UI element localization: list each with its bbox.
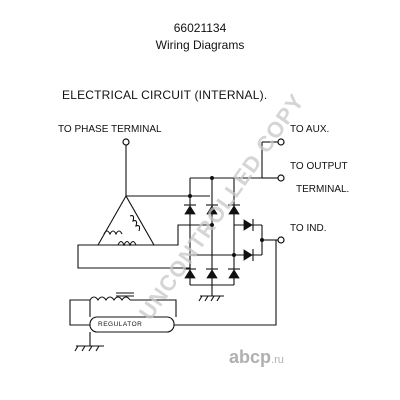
regulator-label: REGULATOR	[98, 321, 143, 328]
brand-tld: .ru	[271, 354, 284, 366]
regulator-circuit	[69, 240, 277, 333]
phase-terminal	[122, 138, 130, 146]
sheet-title: Wiring Diagrams	[155, 38, 245, 52]
bridge-ground-icon	[198, 285, 224, 302]
stator-winding	[97, 195, 155, 247]
brand-name: abcp	[229, 347, 272, 367]
circuit-title: ELECTRICAL CIRCUIT (INTERNAL).	[62, 88, 268, 102]
phase-c-wire	[77, 244, 234, 269]
phase-b-wire	[154, 224, 212, 246]
part-number: 66021134	[173, 21, 227, 35]
rectifier-bridge	[184, 176, 264, 286]
output-terminal-label-line2: TERMINAL.	[296, 184, 350, 195]
output-terminal	[277, 174, 285, 182]
aux-terminal-label: TO AUX.	[290, 124, 330, 135]
output-terminal-label: TO OUTPUT	[290, 161, 348, 172]
brand-logo: abcp.ru	[229, 347, 284, 368]
aux-terminal	[277, 138, 285, 146]
phase-terminal-label: TO PHASE TERMINAL	[58, 124, 162, 135]
ind-terminal	[277, 236, 285, 244]
ind-terminal-label: TO IND.	[290, 223, 327, 234]
regulator-ground-icon	[74, 332, 104, 352]
